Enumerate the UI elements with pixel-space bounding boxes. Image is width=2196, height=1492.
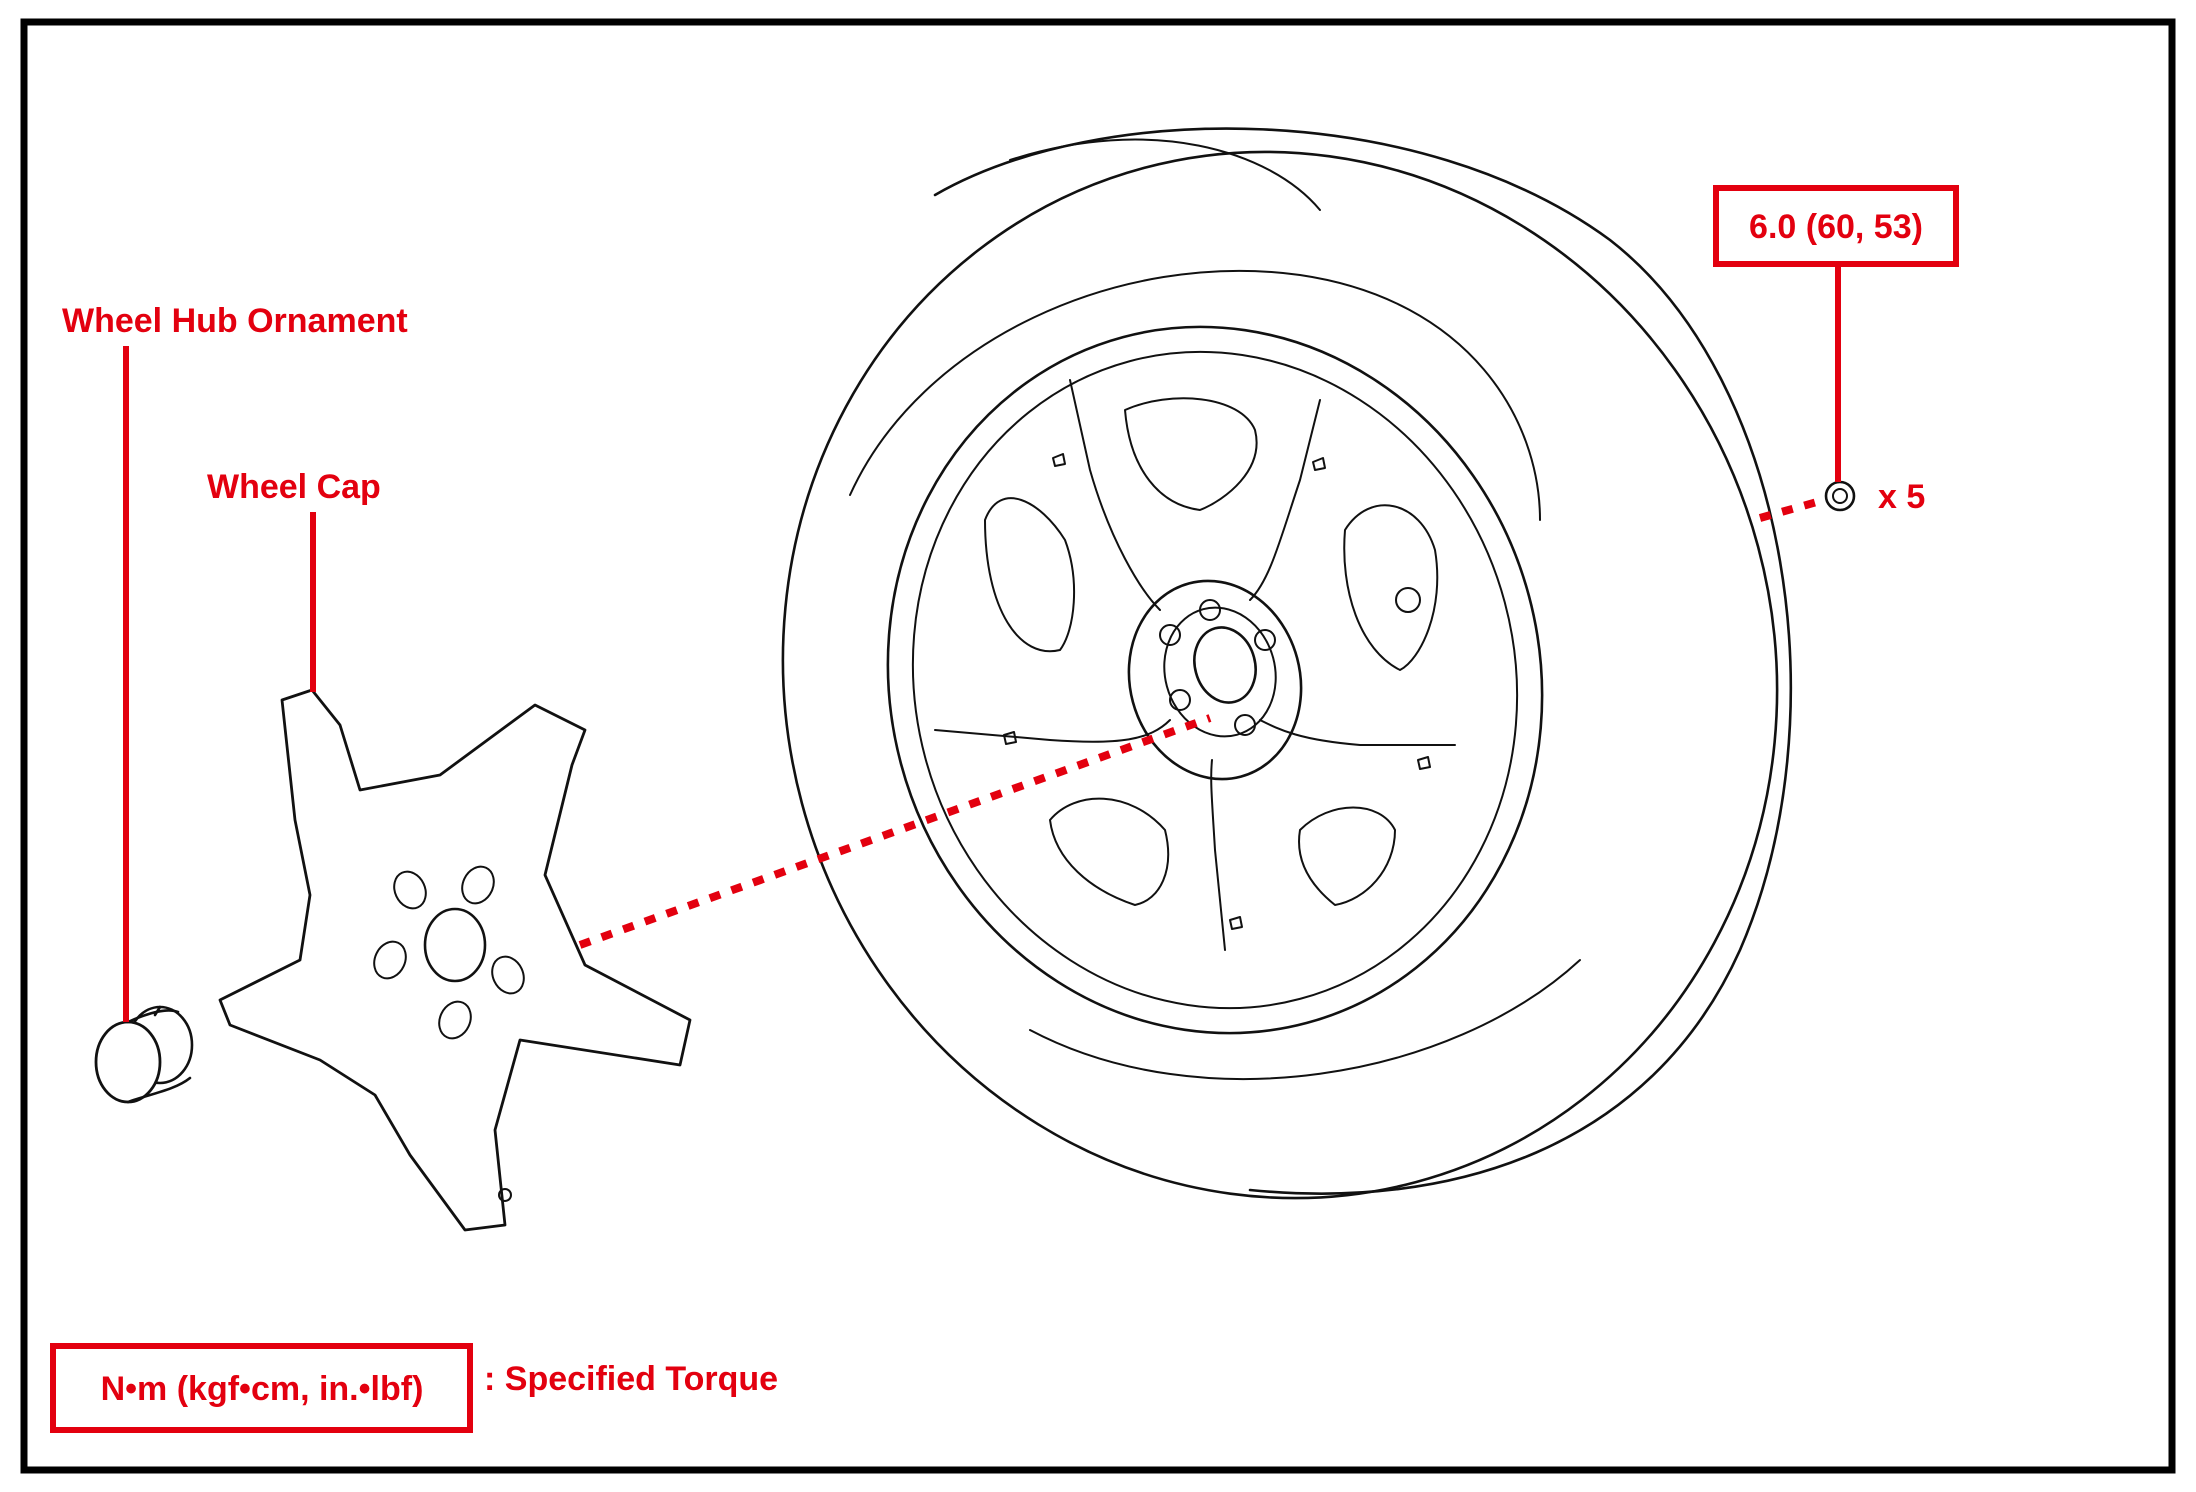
legend-box (50, 1343, 473, 1433)
dashed-nut-to-tire-line (1758, 496, 1826, 522)
nut-quantity-label: x 5 (1878, 478, 1925, 516)
torque-value-box (1713, 185, 1959, 267)
legend-description: : Specified Torque (484, 1360, 778, 1398)
wheel-cap-drawing (218, 688, 692, 1232)
wheel-and-tire-drawing (781, 127, 1793, 1200)
wheel-cap-label: Wheel Cap (207, 468, 381, 506)
dashed-cap-to-hub-line (578, 714, 1212, 949)
wheel-hub-ornament-drawing (94, 1005, 194, 1104)
torque-value-label: 6.0 (60, 53) (1749, 208, 1923, 246)
wheel-hub-ornament-label: Wheel Hub Ornament (62, 302, 408, 340)
legend-units-label: N•m (kgf•cm, in.•lbf) (101, 1370, 424, 1408)
